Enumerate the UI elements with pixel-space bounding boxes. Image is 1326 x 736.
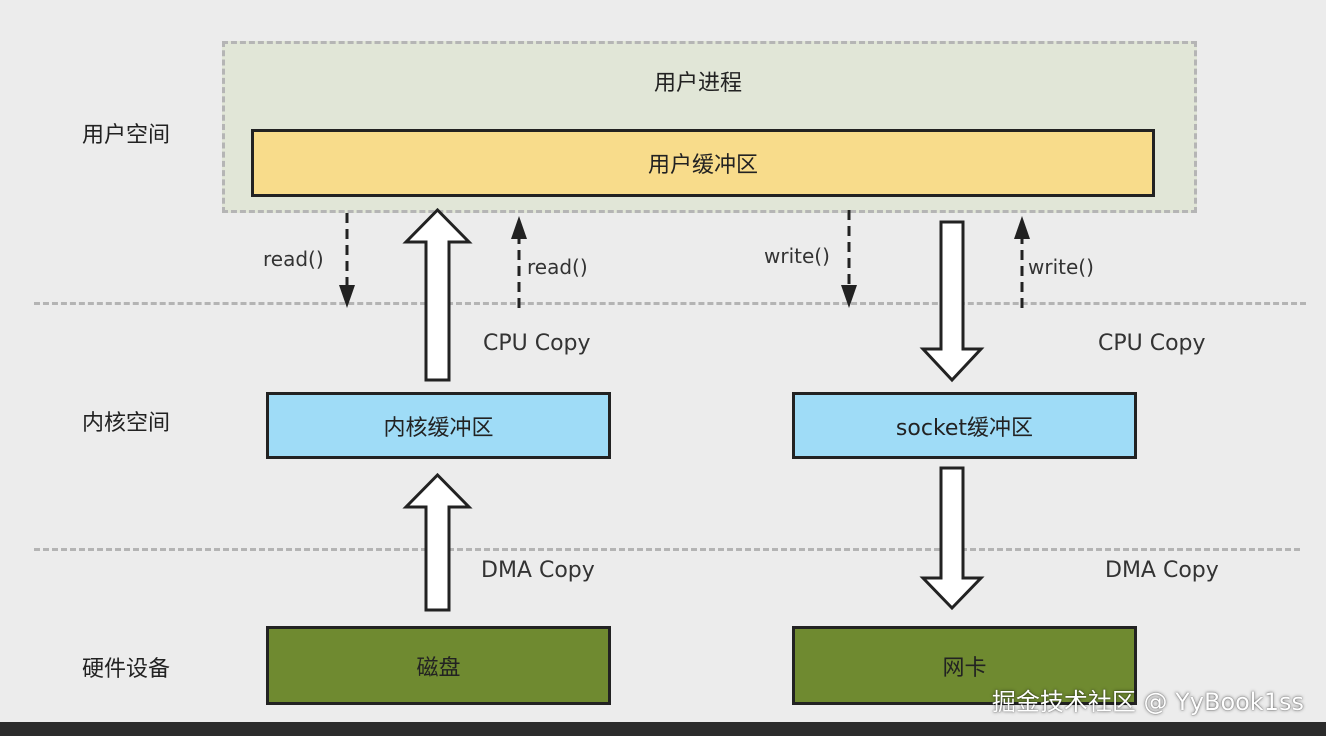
write-up-label: write() xyxy=(1028,255,1094,279)
socket-buffer-label: socket缓冲区 xyxy=(895,415,1034,441)
dma-up-arrow xyxy=(402,472,473,612)
separator-user-kernel xyxy=(34,302,1306,305)
disk-label: 磁盘 xyxy=(416,655,461,681)
read-down-arrowhead xyxy=(339,285,355,308)
cpu-up-arrow xyxy=(402,207,473,382)
nic-label: 网卡 xyxy=(942,655,987,681)
dma-down-arrow xyxy=(919,466,985,611)
dma-copy-left-label: DMA Copy xyxy=(481,558,595,583)
socket-buffer-box: socket缓冲区 xyxy=(792,392,1137,459)
read-up-arrowhead xyxy=(511,216,527,239)
kernel-buffer-box: 内核缓冲区 xyxy=(266,392,611,459)
dma-copy-right-label: DMA Copy xyxy=(1105,558,1219,583)
user-process-title: 用户进程 xyxy=(654,71,743,96)
read-down-label: read() xyxy=(263,247,324,271)
separator-kernel-hardware xyxy=(34,548,1300,551)
kernel-buffer-label: 内核缓冲区 xyxy=(383,415,494,441)
cpu-copy-right-label: CPU Copy xyxy=(1098,331,1206,356)
write-down-arrowhead xyxy=(841,285,857,308)
zone-label-hardware: 硬件设备 xyxy=(82,657,171,682)
write-up-arrowhead xyxy=(1014,216,1030,239)
nic-box: 网卡 xyxy=(792,626,1137,705)
zone-label-user-space: 用户空间 xyxy=(82,123,171,148)
cpu-copy-left-label: CPU Copy xyxy=(483,331,591,356)
user-buffer-label: 用户缓冲区 xyxy=(647,153,758,178)
read-up-label: read() xyxy=(527,255,588,279)
zone-label-kernel-space: 内核空间 xyxy=(82,411,171,436)
write-down-label: write() xyxy=(764,244,830,268)
watermark: 掘金技术社区 @ YyBook1ss xyxy=(991,688,1304,716)
user-buffer-box: 用户缓冲区 xyxy=(251,129,1155,197)
cpu-down-arrow xyxy=(919,220,985,383)
disk-box: 磁盘 xyxy=(266,626,611,705)
